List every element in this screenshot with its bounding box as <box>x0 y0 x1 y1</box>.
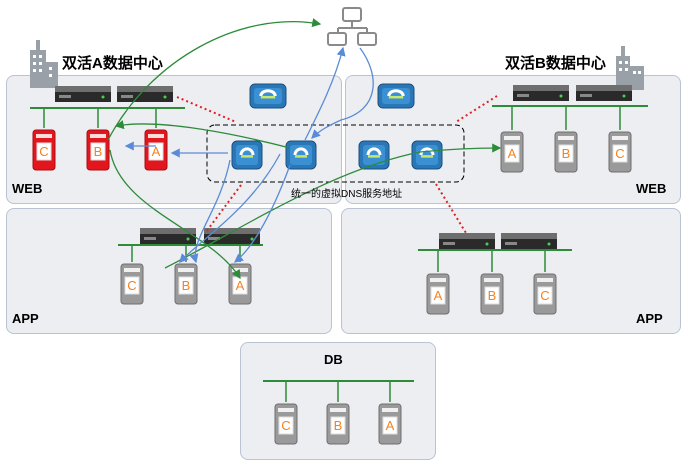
server-icon: B <box>554 131 578 173</box>
servers: C B A A B C C B A A B C C B A <box>32 129 632 445</box>
server-icon: B <box>480 273 504 315</box>
server-icon: A <box>426 273 450 315</box>
server-letter: C <box>540 288 549 303</box>
server-letter: B <box>182 278 191 293</box>
dc-b-web-label: WEB <box>636 181 667 196</box>
rack-switch-icon <box>513 85 569 101</box>
server-icon: C <box>533 273 557 315</box>
building-b-icon <box>616 46 644 90</box>
server-letter: C <box>281 418 290 433</box>
vip-caption: 统一的虚拟DNS服务地址 <box>291 189 403 200</box>
server-letter: A <box>386 418 395 433</box>
server-letter: B <box>334 418 343 433</box>
server-letter: B <box>488 288 497 303</box>
dc-a-title: 双活A数据中心 <box>62 55 163 72</box>
blue-flow-arrows <box>124 46 374 264</box>
dns-device-icon <box>411 140 443 170</box>
server-icon: B <box>326 403 350 445</box>
server-letter: A <box>434 288 443 303</box>
network-client-icon <box>327 7 377 46</box>
server-letter: C <box>615 146 624 161</box>
server-icon: C <box>32 129 56 171</box>
dns-device-icon <box>285 140 317 170</box>
green-flow-arrows <box>107 18 502 280</box>
server-icon: C <box>120 263 144 305</box>
dns-device-icon <box>231 140 263 170</box>
rack-switches <box>55 85 632 249</box>
server-letter: A <box>508 146 517 161</box>
server-letter: A <box>236 278 245 293</box>
rack-switch-icon <box>140 228 196 244</box>
rack-switch-icon <box>204 228 260 244</box>
server-icon: A <box>144 129 168 171</box>
red-dotted-links <box>176 95 498 234</box>
server-icon: C <box>274 403 298 445</box>
server-icon: A <box>378 403 402 445</box>
dc-b-app-zone <box>341 208 681 334</box>
server-drop-lines <box>43 106 621 402</box>
building-a-icon <box>30 40 58 88</box>
rack-switch-icon <box>576 85 632 101</box>
dc-a-web-label: WEB <box>12 181 43 196</box>
dns-device-icon <box>377 83 415 109</box>
server-icon: B <box>86 129 110 171</box>
dc-b-app-label: APP <box>636 311 663 326</box>
server-icon: C <box>608 131 632 173</box>
rack-switch-icon <box>439 233 495 249</box>
server-icon: A <box>228 263 252 305</box>
server-icon: B <box>174 263 198 305</box>
dc-a-app-label: APP <box>12 311 39 326</box>
server-letter: C <box>127 278 136 293</box>
server-icon: A <box>500 131 524 173</box>
server-letter: B <box>562 146 571 161</box>
rack-switch-icon <box>55 86 111 102</box>
server-letter: A <box>152 144 161 159</box>
dc-b-title: 双活B数据中心 <box>505 55 606 72</box>
server-letter: C <box>39 144 48 159</box>
dns-device-icon <box>249 83 287 109</box>
rack-switch-icon <box>501 233 557 249</box>
dns-devices <box>231 83 443 170</box>
server-letter: B <box>94 144 103 159</box>
db-label: DB <box>324 352 343 367</box>
